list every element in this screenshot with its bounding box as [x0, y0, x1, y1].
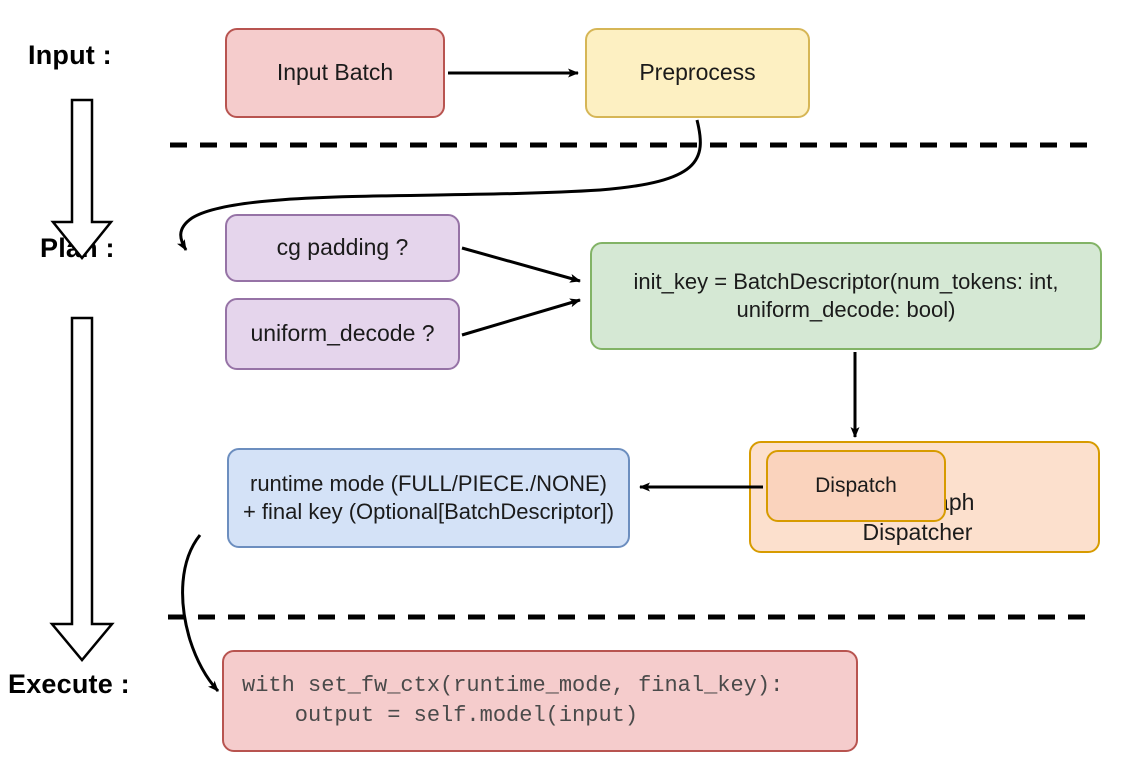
node-cg-padding-label: cg padding ? [276, 234, 409, 261]
node-cg-padding[interactable]: cg padding ? [225, 214, 460, 282]
node-execute-code[interactable]: with set_fw_ctx(runtime_mode, final_key)… [222, 650, 858, 752]
node-runtime-mode-line2: + final key (Optional[BatchDescriptor]) [242, 499, 615, 524]
node-dispatch[interactable]: Dispatch [766, 450, 946, 522]
node-uniform-decode[interactable]: uniform_decode ? [225, 298, 460, 370]
node-execute-code-line1: with set_fw_ctx(runtime_mode, final_key)… [242, 672, 784, 698]
node-input-batch[interactable]: Input Batch [225, 28, 445, 118]
node-dispatch-label: Dispatch [815, 473, 897, 497]
node-init-key[interactable]: init_key = BatchDescriptor(num_tokens: i… [590, 242, 1102, 350]
node-init-key-line2: uniform_decode: bool) [736, 297, 956, 322]
node-runtime-mode[interactable]: runtime mode (FULL/PIECE./NONE) + final … [227, 448, 630, 548]
node-runtime-mode-line1: runtime mode (FULL/PIECE./NONE) [250, 470, 607, 496]
node-preprocess[interactable]: Preprocess [585, 28, 810, 118]
node-input-batch-label: Input Batch [276, 59, 394, 86]
stage-label-execute: Execute : [8, 669, 130, 699]
node-execute-code-line2: output = self.model(input) [242, 703, 639, 728]
stage-label-input: Input : [28, 40, 112, 70]
edge-runtime-mode-to-execute-code [181, 534, 220, 693]
node-init-key-line1: init_key = BatchDescriptor(num_tokens: i… [633, 268, 1059, 294]
stage-label-plan: Plan : [40, 233, 115, 263]
edge-cg-padding-to-init-key [461, 246, 581, 283]
node-uniform-decode-label: uniform_decode ? [250, 320, 435, 347]
edge-uniform-decode-to-init-key [461, 298, 581, 337]
plan-to-execute-flow-arrow [49, 316, 115, 662]
node-preprocess-label: Preprocess [639, 59, 756, 86]
